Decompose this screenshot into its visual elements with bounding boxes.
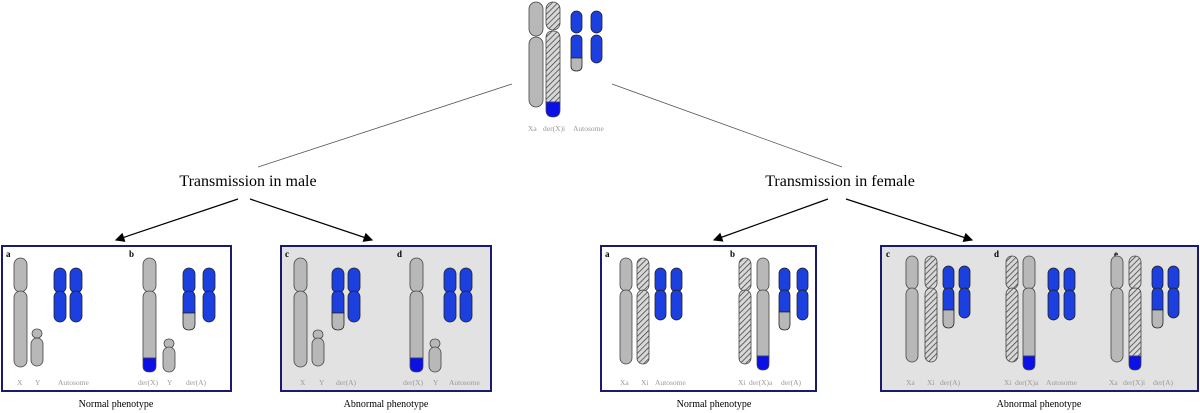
arrow-male-normal [114,198,239,242]
label-male-c-x: X [300,378,306,387]
label-female-d-autosome: Autosome [1046,378,1078,387]
panel-letter-male-a: a [6,249,11,259]
heading-female: Transmission in female [765,173,915,190]
label-male-d-derx: der(X) [403,378,423,387]
derx-i-chromosome [545,1,561,118]
label-female-d-derxa: der(X)a [1015,378,1039,387]
label-male-b-y: Y [167,378,173,387]
label-female-b-xi: Xi [738,378,746,387]
label-female-a-xa: Xa [620,378,629,387]
label-male-a-x: X [17,378,23,387]
caption-male-normal: Normal phenotype [79,399,154,410]
arrow-male-abnormal [249,198,374,242]
panel-letter-male-d: d [397,249,402,259]
label-male-d-autosome: Autosome [449,378,481,387]
label-female-c-dera: der(A) [940,378,960,387]
arrow-female-abnormal [845,198,974,242]
label-male-b-derx: der(X) [138,378,158,387]
panel-letter-female-c: c [886,249,890,259]
label-female-e-xa: Xa [1109,378,1118,387]
caption-male-abnormal: Abnormal phenotype [344,399,429,410]
top-label-autosome: Autosome [573,124,605,133]
caption-female-normal: Normal phenotype [677,399,752,410]
panel-letter-male-b: b [129,249,134,259]
label-female-e-dera: der(A) [1153,378,1173,387]
panel-male-abnormal: c X Y der(A) d der(X) Y Autosome [280,245,492,392]
label-male-c-y: Y [319,378,325,387]
label-female-c-xi: Xi [927,378,935,387]
top-label-derx-i: der(X)i [543,124,565,133]
panel-letter-female-e: e [1114,249,1118,259]
label-male-d-y: Y [433,378,439,387]
panel-letter-male-c: c [285,249,289,259]
label-female-b-dera: der(A) [781,378,801,387]
autosome-pair [570,10,603,72]
label-male-a-autosome: Autosome [58,378,90,387]
label-female-d-xi: Xi [1004,378,1012,387]
label-male-a-y: Y [35,378,41,387]
xa-chromosome [528,1,544,108]
panel-letter-female-d: d [994,249,999,259]
connector-female [611,83,843,168]
label-female-b-derxa: der(X)a [749,378,773,387]
panel-letter-female-a: a [605,249,610,259]
label-male-b-dera: der(A) [186,378,206,387]
label-female-c-xa: Xa [906,378,915,387]
parent-karyotype: Xa der(X)i Autosome [528,1,605,133]
label-female-e-derxi: der(X)i [1123,378,1145,387]
connector-male [257,83,513,168]
label-male-c-dera: der(A) [336,378,356,387]
panel-female-abnormal: c Xa Xi der(A) d Xi der(X)a Autosome e [880,245,1199,392]
panel-letter-female-b: b [730,249,735,259]
label-female-a-autosome: Autosome [655,378,687,387]
panel-female-normal: a Xa Xi Autosome b Xi der(X)a der(A) [600,245,817,392]
label-female-a-xi: Xi [641,378,649,387]
panel-male-normal: a X Y Autosome b der(X) Y der(A) [1,245,232,392]
caption-female-abnormal: Abnormal phenotype [997,399,1082,410]
heading-male: Transmission in male [179,173,316,190]
arrow-female-normal [712,198,829,242]
top-label-xa: Xa [528,124,537,133]
